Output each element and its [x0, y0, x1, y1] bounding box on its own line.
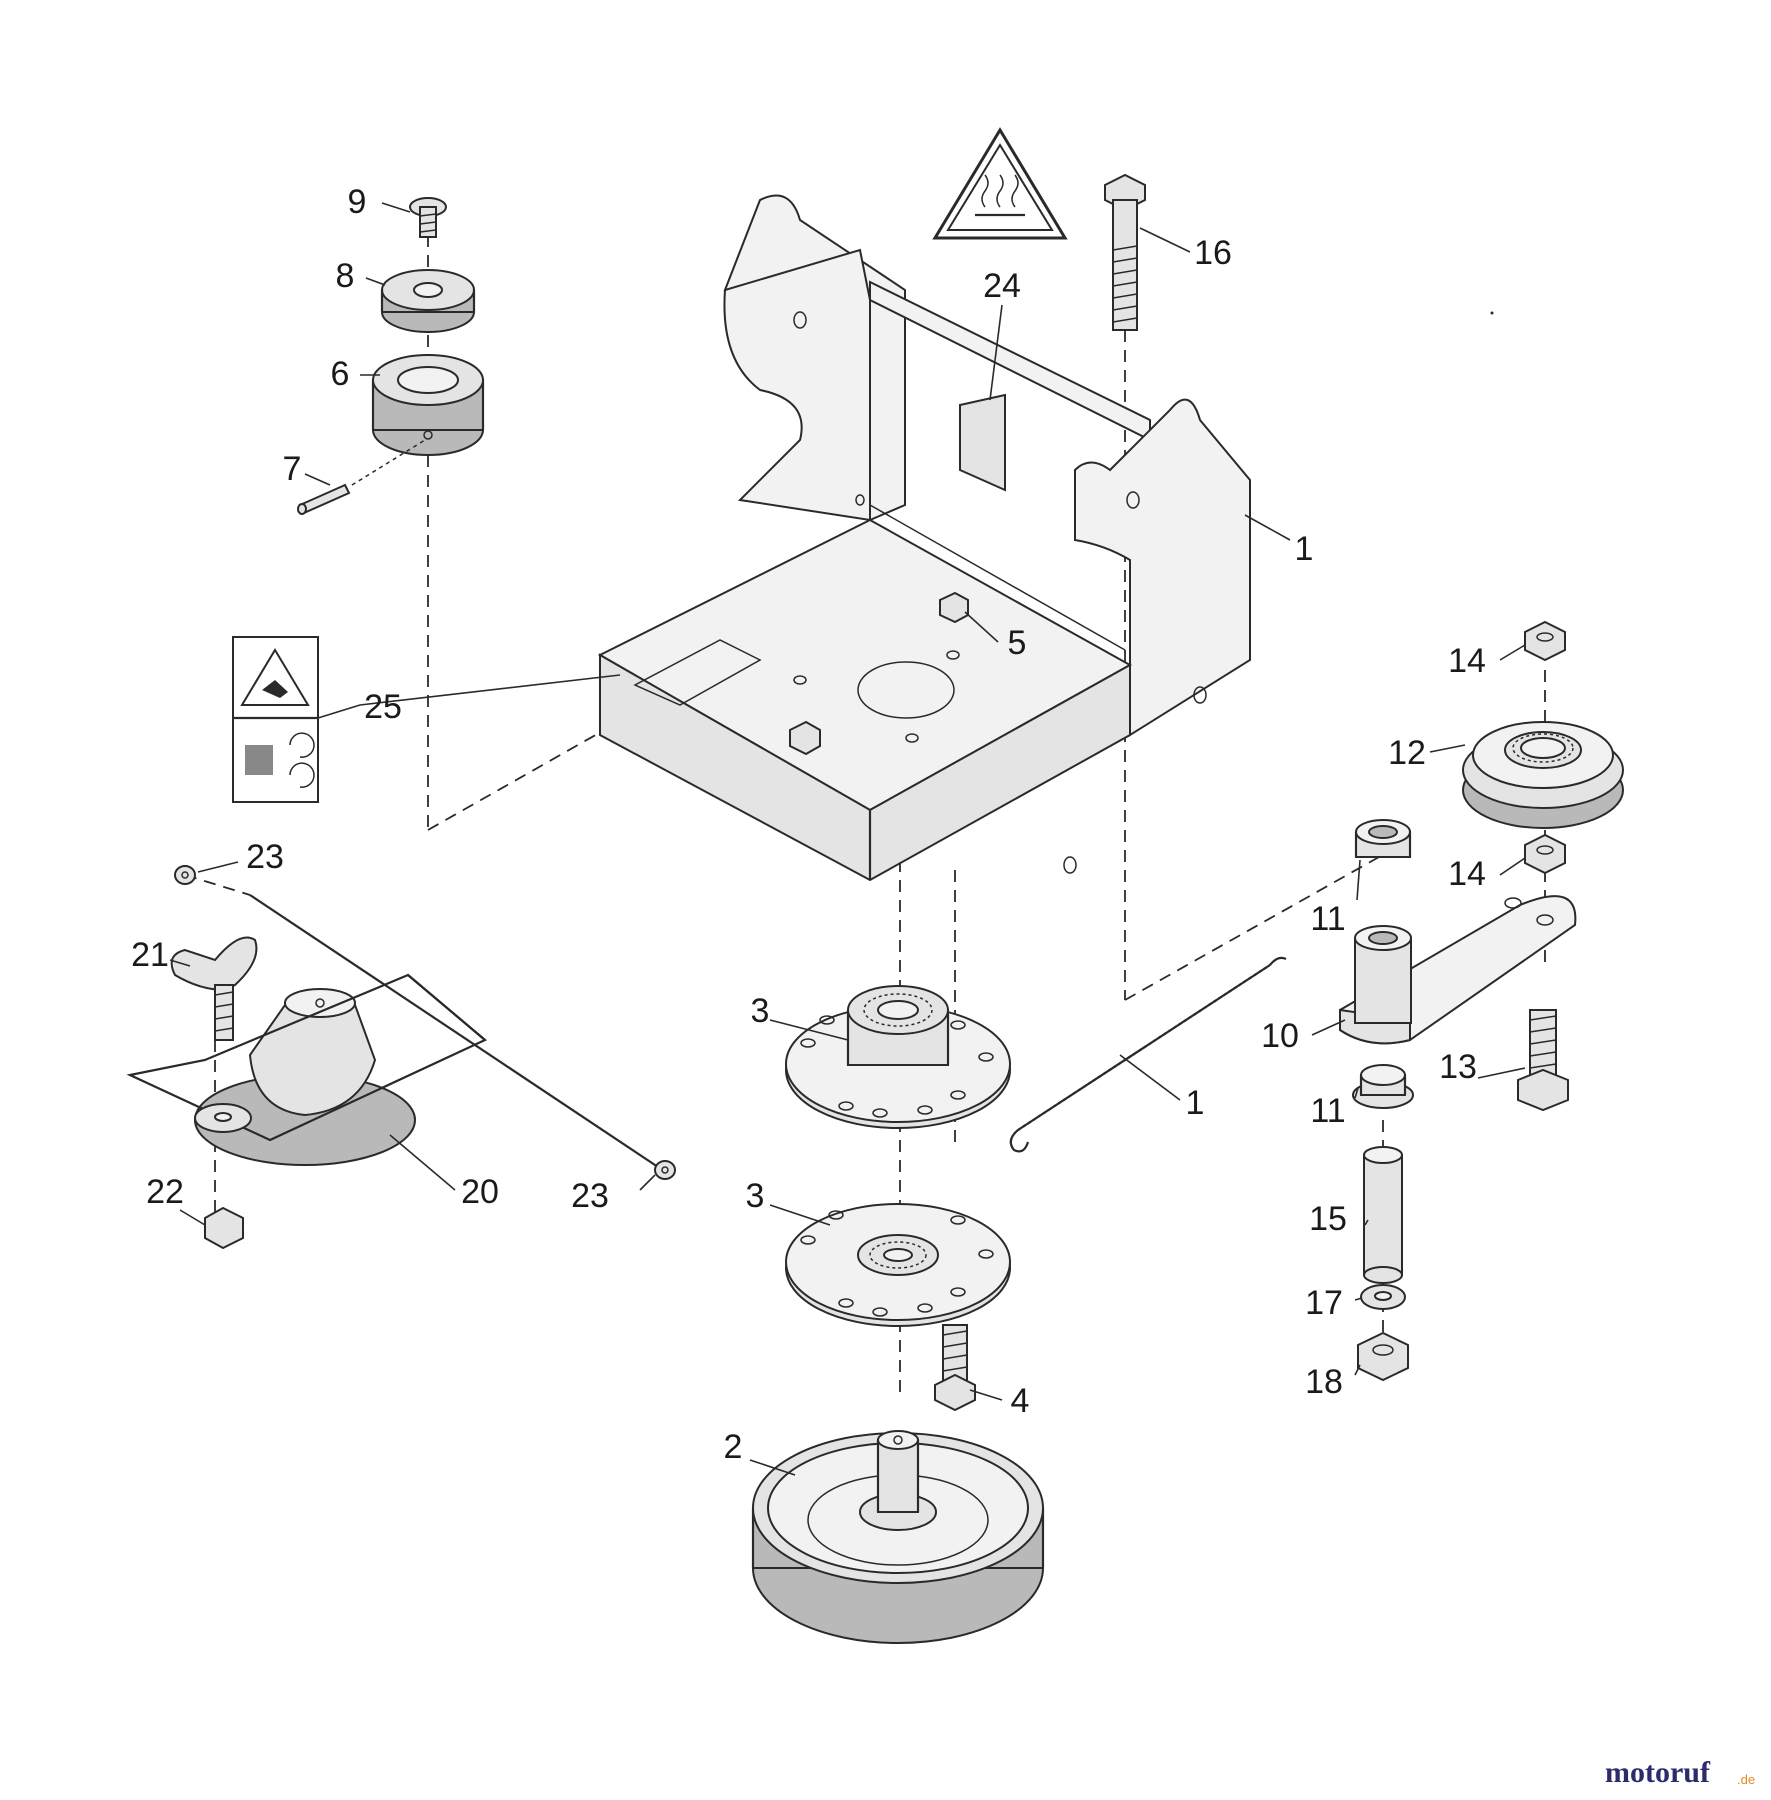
- part-1-spring: [1009, 956, 1287, 1153]
- part-17-washer: [1360, 1284, 1406, 1310]
- label-part-1-spring: 1: [1186, 1084, 1205, 1122]
- label-part-12: 12: [1388, 734, 1426, 772]
- part-9-screw: [409, 197, 447, 238]
- part-14-nut-bottom: [1524, 833, 1566, 875]
- logo-wordmark: motoruf: [1605, 1756, 1711, 1789]
- part-18-nut: [1357, 1331, 1409, 1382]
- label-part-22: 22: [146, 1173, 184, 1211]
- part-7-pin: [297, 439, 426, 515]
- label-part-14-top: 14: [1448, 642, 1486, 680]
- part-2-drive-pulley: [751, 1430, 1045, 1644]
- part-13-bolt: [1517, 1009, 1569, 1112]
- label-part-21: 21: [131, 936, 169, 974]
- label-part-9: 9: [348, 183, 367, 221]
- label-part-7: 7: [283, 450, 302, 488]
- rotating-parts-icon: [245, 732, 315, 788]
- part-23-clip-bottom: [654, 1160, 676, 1180]
- part-8-rubber-buffer: [380, 269, 476, 333]
- part-22-nut: [204, 1206, 244, 1250]
- part-6-mount: [371, 354, 485, 456]
- label-part-5: 5: [1008, 624, 1027, 662]
- part-20-washer: [194, 1103, 252, 1133]
- part-23-clip-top: [174, 865, 196, 885]
- part-4-bolt: [934, 1324, 976, 1412]
- label-part-23-bottom: 23: [571, 1177, 609, 1215]
- part-11-bushing-top: [1354, 819, 1412, 858]
- hot-surface-icon: [975, 174, 1025, 217]
- logo-suffix: .de: [1737, 1772, 1755, 1787]
- part-11-bushing-bottom: [1352, 1064, 1414, 1109]
- part-24-warning-sign: [932, 127, 1068, 240]
- part-10-tension-arm: [1339, 895, 1577, 1045]
- label-part-25: 25: [364, 688, 402, 726]
- label-part-11-bottom: 11: [1310, 1092, 1345, 1130]
- main-frame: [597, 194, 1251, 882]
- part-15-spacer: [1363, 1146, 1403, 1284]
- label-part-13: 13: [1439, 1048, 1477, 1086]
- label-part-20: 20: [461, 1173, 499, 1211]
- label-part-8: 8: [336, 257, 355, 295]
- part-3-flange-bearing-top: [785, 985, 1011, 1129]
- part-12-idler-pulley: [1462, 721, 1624, 829]
- label-part-4: 4: [1011, 1382, 1030, 1420]
- label-part-17: 17: [1305, 1284, 1343, 1322]
- motoruf-logo: motoruf .de: [1605, 1756, 1755, 1789]
- label-part-3-top: 3: [751, 992, 770, 1030]
- label-part-23-top: 23: [246, 838, 284, 876]
- label-part-24: 24: [983, 267, 1021, 305]
- hand-crush-icon: [240, 648, 310, 706]
- leader-lines: [169, 202, 1526, 1476]
- label-part-15: 15: [1309, 1200, 1347, 1238]
- part-21-wing-screw: [170, 936, 258, 1041]
- wire-bracket: [126, 894, 671, 1176]
- part-3-flange-bearing-bottom: [785, 1203, 1011, 1327]
- part-16-bolt: [1104, 173, 1146, 331]
- label-part-11-top: 11: [1310, 900, 1345, 938]
- label-part-1-frame: 1: [1295, 530, 1314, 568]
- label-part-6: 6: [331, 355, 350, 393]
- part-14-nut-top: [1524, 620, 1566, 662]
- stray-dot: [1490, 311, 1494, 315]
- label-part-16: 16: [1194, 234, 1232, 272]
- label-part-2: 2: [724, 1428, 743, 1466]
- label-part-14-bottom: 14: [1448, 855, 1486, 893]
- label-part-18: 18: [1305, 1363, 1343, 1401]
- part-number-labels: 9 8 6 7 24 16 1 5 25 14 12 14 11 10 13 1…: [131, 183, 1486, 1466]
- part-25-warning-decal: [232, 636, 319, 803]
- label-part-10: 10: [1261, 1017, 1299, 1055]
- label-part-3-bottom: 3: [746, 1177, 765, 1215]
